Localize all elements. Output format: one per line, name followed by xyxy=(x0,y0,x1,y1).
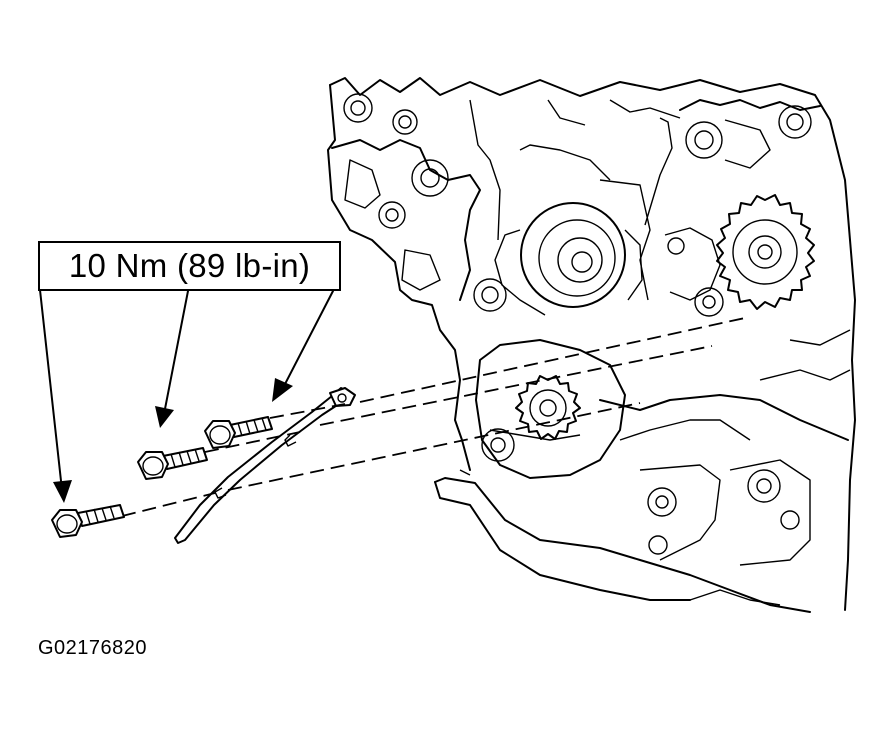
bolt-icon xyxy=(51,504,125,538)
arrow-icon xyxy=(39,289,334,503)
timing-sprocket-icon xyxy=(716,194,815,310)
bolt-icon xyxy=(137,447,208,480)
timing-chain-guide-icon xyxy=(174,387,356,544)
torque-spec-label: 10 Nm (89 lb-in) xyxy=(38,241,341,291)
bolt-icon xyxy=(204,416,273,449)
crank-sprocket xyxy=(515,375,581,440)
figure-id: G02176820 xyxy=(38,637,148,659)
alignment-lines xyxy=(121,317,746,517)
engine-block-illustration xyxy=(327,77,856,613)
